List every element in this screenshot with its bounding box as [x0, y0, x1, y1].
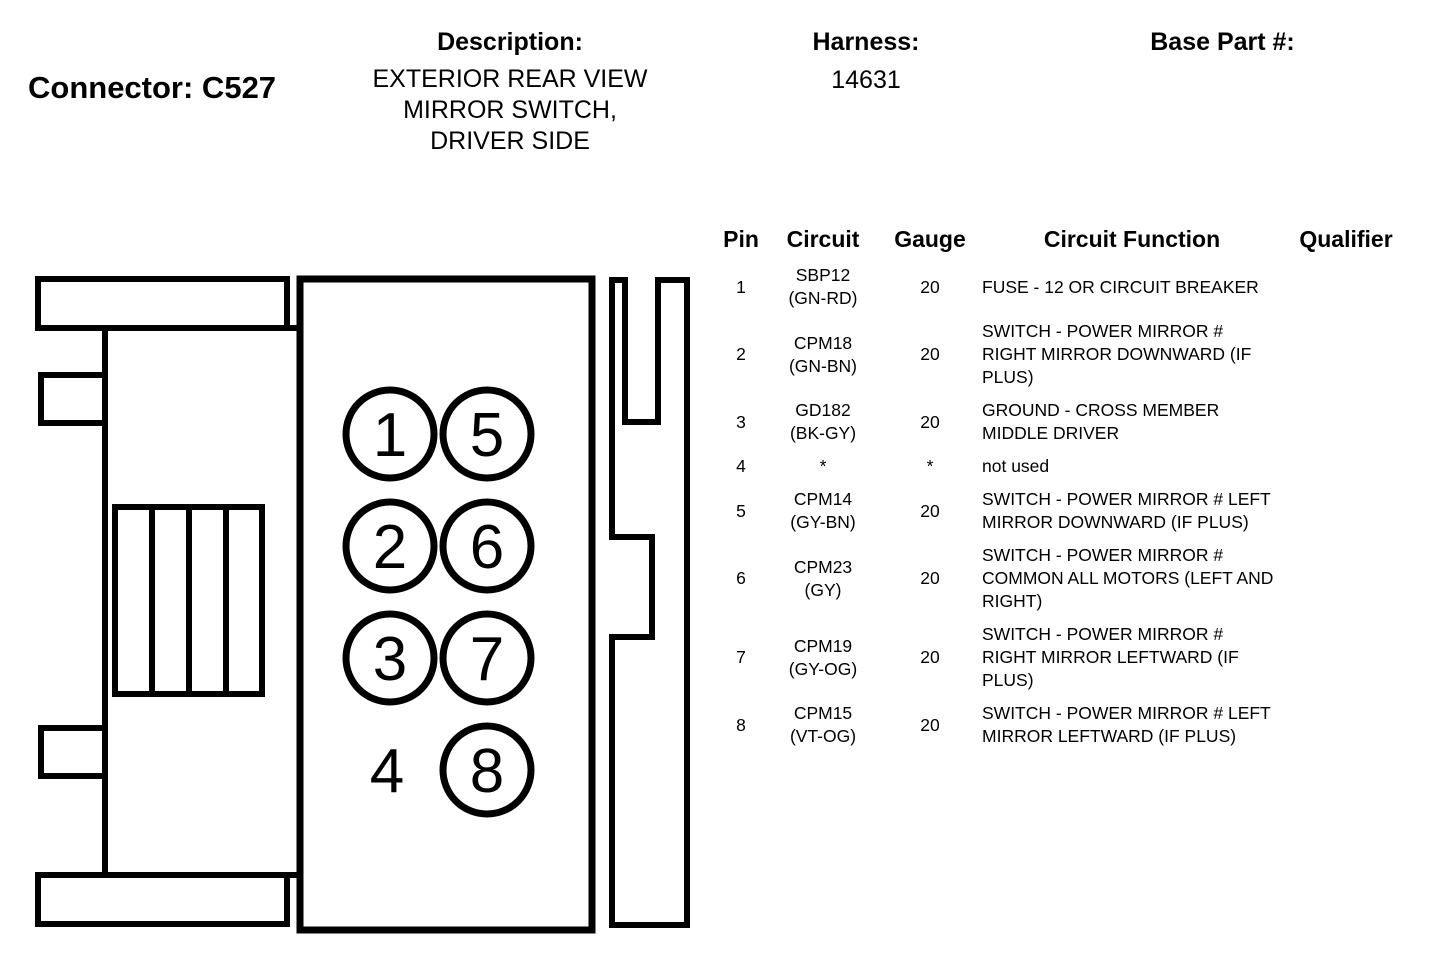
qualifier-cell — [1286, 697, 1406, 753]
table-row-pin-1: 1 SBP12 (GN-RD) 20 FUSE - 12 OR CIRCUIT … — [718, 259, 1406, 315]
harness-label: Harness: — [812, 28, 920, 56]
pin-cell: 6 — [736, 568, 746, 588]
connector-right-key — [609, 277, 690, 928]
pin-cell: 4 — [736, 456, 746, 476]
circuit-cell: CPM14 (GY-BN) — [764, 483, 882, 539]
function-cell: GROUND - CROSS MEMBER MIDDLE DRIVER — [982, 400, 1220, 443]
pinout-table-container: Pin Circuit Gauge Circuit Function Quali… — [718, 226, 1418, 753]
function-cell: SWITCH - POWER MIRROR # RIGHT MIRROR LEF… — [982, 624, 1239, 690]
pin-1-circle — [342, 386, 438, 482]
function-cell: SWITCH - POWER MIRROR # RIGHT MIRROR DOW… — [982, 321, 1252, 387]
pin-6-circle — [439, 498, 535, 594]
pin-2-circle — [342, 498, 438, 594]
table-row-pin-8: 8 CPM15 (VT-OG) 20 SWITCH - POWER MIRROR… — [718, 697, 1406, 753]
pin-7-circle — [439, 610, 535, 706]
connector-upper-tab — [38, 372, 108, 426]
pin-8-label: 8 — [470, 737, 504, 806]
pin-cell: 8 — [736, 714, 746, 735]
gauge-cell: * — [926, 456, 934, 476]
gauge-cell: 20 — [920, 500, 940, 521]
circuit-wire-color: (GY) — [804, 579, 842, 600]
qualifier-cell — [1286, 450, 1406, 483]
gauge-cell: 20 — [920, 344, 940, 364]
pin-cell: 3 — [736, 411, 746, 432]
circuit-cell: CPM15 (VT-OG) — [764, 697, 882, 753]
circuit-cell: * — [764, 450, 882, 483]
function-cell: SWITCH - POWER MIRROR # LEFT MIRROR DOWN… — [982, 489, 1271, 532]
pin-cell: 2 — [736, 344, 746, 364]
pin-1-label: 1 — [373, 401, 407, 470]
col-header-function: Circuit Function — [1043, 226, 1221, 252]
circuit-id: CPM23 — [793, 556, 853, 577]
circuit-id: * — [819, 456, 827, 476]
pin-5-circle — [439, 386, 535, 482]
col-header-gauge: Gauge — [894, 226, 966, 252]
pin-4-label: 4 — [370, 737, 404, 806]
circuit-wire-color: (GN-RD) — [788, 288, 858, 308]
function-cell: SWITCH - POWER MIRROR # COMMON ALL MOTOR… — [982, 545, 1274, 611]
table-row-pin-7: 7 CPM19 (GY-OG) 20 SWITCH - POWER MIRROR… — [718, 618, 1406, 697]
pin-3-label: 3 — [373, 625, 407, 694]
function-cell: SWITCH - POWER MIRROR # LEFT MIRROR LEFT… — [982, 703, 1271, 746]
connector-main-face — [296, 275, 596, 934]
gauge-cell: 20 — [920, 411, 940, 432]
base-part-label: Base Part #: — [1150, 28, 1295, 56]
pin-cell: 5 — [736, 500, 746, 521]
circuit-id: SBP12 — [795, 265, 851, 285]
pin-6-label: 6 — [470, 513, 504, 582]
connector-top-arm — [35, 276, 290, 331]
circuit-wire-color: (VT-OG) — [789, 726, 857, 746]
qualifier-cell — [1286, 618, 1406, 697]
gauge-cell: 20 — [920, 714, 940, 735]
pinout-table: Pin Circuit Gauge Circuit Function Quali… — [718, 226, 1406, 753]
pin-7-label: 7 — [470, 625, 504, 694]
circuit-wire-color: (GN-BN) — [788, 355, 858, 376]
table-row-pin-5: 5 CPM14 (GY-BN) 20 SWITCH - POWER MIRROR… — [718, 483, 1406, 539]
circuit-cell: CPM18 (GN-BN) — [764, 315, 882, 394]
connector-id-title: Connector: C527 — [28, 70, 277, 105]
circuit-cell: GD182 (BK-GY) — [764, 394, 882, 450]
connector-lower-tab — [38, 725, 108, 779]
qualifier-cell — [1286, 259, 1406, 315]
gauge-cell: 20 — [920, 568, 940, 588]
qualifier-cell — [1286, 315, 1406, 394]
circuit-cell: CPM23 (GY) — [764, 539, 882, 618]
function-cell: FUSE - 12 OR CIRCUIT BREAKER — [982, 276, 1259, 297]
table-row-pin-2: 2 CPM18 (GN-BN) 20 SWITCH - POWER MIRROR… — [718, 315, 1406, 394]
connector-face-diagram: 1 5 2 6 3 7 4 8 — [35, 275, 690, 934]
circuit-wire-color: (BK-GY) — [789, 423, 857, 443]
table-header-row: Pin Circuit Gauge Circuit Function Quali… — [718, 226, 1406, 259]
qualifier-cell — [1286, 539, 1406, 618]
harness-value: 14631 — [831, 66, 901, 94]
table-row-pin-6: 6 CPM23 (GY) 20 SWITCH - POWER MIRROR # … — [718, 539, 1406, 618]
qualifier-cell — [1286, 394, 1406, 450]
pin-5-label: 5 — [470, 401, 504, 470]
table-row-pin-3: 3 GD182 (BK-GY) 20 GROUND - CROSS MEMBER… — [718, 394, 1406, 450]
circuit-id: GD182 — [795, 400, 851, 420]
qualifier-cell — [1286, 483, 1406, 539]
pin-8-circle — [439, 722, 535, 818]
description-value: EXTERIOR REAR VIEW MIRROR SWITCH, DRIVER… — [372, 65, 648, 155]
col-header-qualifier: Qualifier — [1299, 226, 1393, 252]
gauge-cell: 20 — [920, 276, 940, 297]
circuit-wire-color: (GY-OG) — [788, 658, 858, 679]
pin-3-circle — [342, 610, 438, 706]
pin-cell: 1 — [736, 276, 746, 297]
circuit-wire-color: (GY-BN) — [790, 512, 856, 532]
circuit-cell: CPM19 (GY-OG) — [764, 618, 882, 697]
circuit-id: CPM15 — [793, 703, 853, 723]
circuit-id: CPM18 — [793, 332, 853, 353]
pin-cell: 7 — [736, 647, 746, 667]
connector-bottom-arm — [35, 872, 290, 927]
table-row-pin-4: 4 * * not used — [718, 450, 1406, 483]
description-label: Description: — [437, 28, 583, 56]
col-header-pin: Pin — [723, 226, 759, 252]
circuit-id: CPM19 — [793, 635, 853, 656]
col-header-circuit: Circuit — [786, 226, 860, 252]
function-cell: not used — [982, 456, 1050, 476]
pin-2-label: 2 — [373, 513, 407, 582]
gauge-cell: 20 — [920, 647, 940, 667]
circuit-id: CPM14 — [793, 489, 853, 509]
circuit-cell: SBP12 (GN-RD) — [764, 259, 882, 315]
